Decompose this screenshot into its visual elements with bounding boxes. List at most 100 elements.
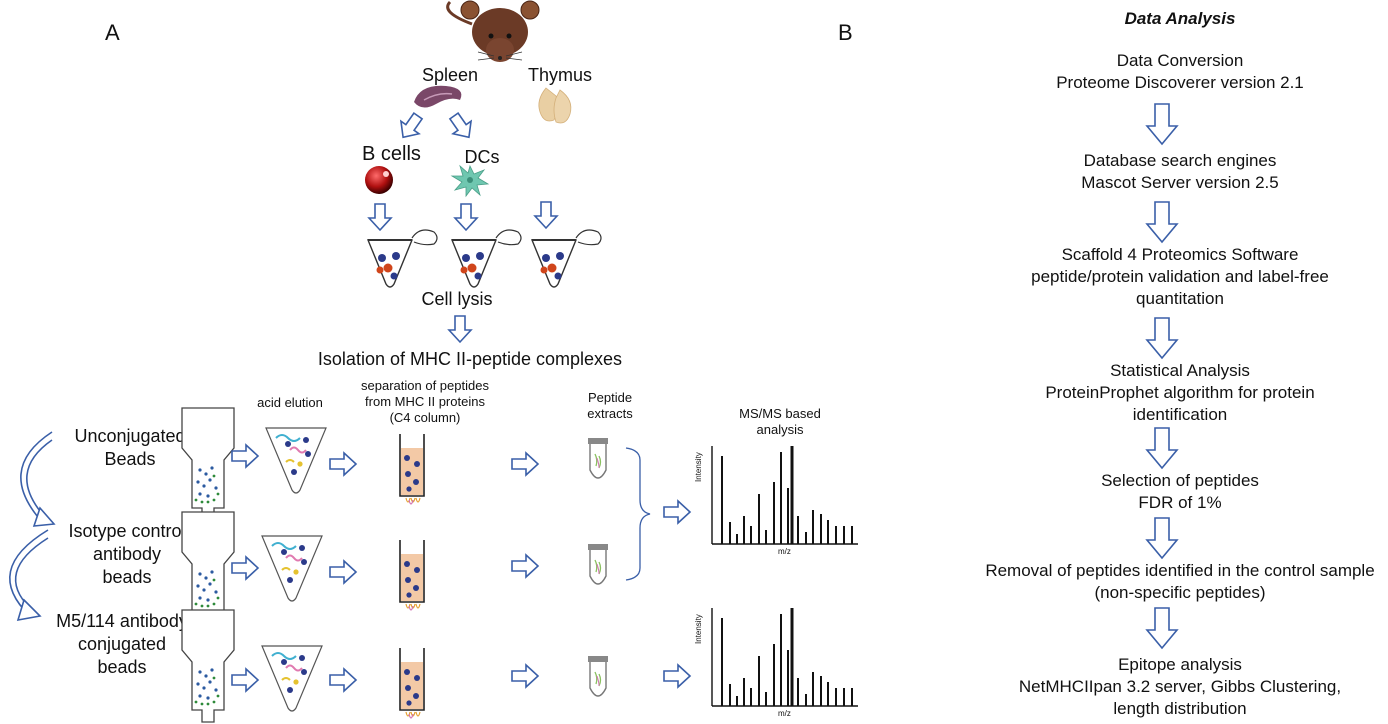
flow-arrow-2 (1146, 201, 1178, 243)
step-4-line-1: Statistical Analysis (1110, 361, 1250, 380)
flow-arrow-4 (1146, 427, 1178, 469)
separation-line-1: separation of peptides (361, 378, 489, 393)
step-3-line-2: peptide/protein validation and label-fre… (1031, 267, 1329, 286)
cell-lysis-label: Cell lysis (421, 289, 493, 309)
step-selection-of-peptides: Selection of peptides FDR of 1% (930, 470, 1388, 514)
arrow-row1-a (231, 444, 259, 468)
lysis-tube-thymus (531, 229, 602, 288)
panel-a-graphics (8, 0, 860, 723)
peptide-extracts-label: Peptide extracts (570, 390, 650, 422)
panel-a-letter: A (105, 20, 120, 45)
column-m5 (181, 609, 235, 723)
arrow-row2-b (329, 560, 357, 584)
dendritic-cell-icon (450, 164, 490, 198)
step-4-line-3: identification (1132, 405, 1228, 424)
spleen-label: Spleen (421, 65, 479, 85)
peptide-line-1: Peptide (587, 390, 633, 405)
arrow-row1-c (511, 452, 539, 476)
thymus-label: Thymus (527, 65, 592, 85)
arrow-row1-b (329, 452, 357, 476)
flow-arrow-5 (1146, 517, 1178, 559)
separation-label: separation of peptides from MHC II prote… (345, 378, 505, 426)
data-analysis-title: Data Analysis (930, 8, 1388, 30)
step-statistical-analysis: Statistical Analysis ProteinProphet algo… (930, 360, 1388, 426)
step-scaffold: Scaffold 4 Proteomics Software peptide/p… (930, 244, 1388, 310)
msms-label: MS/MS based analysis (720, 406, 840, 438)
step-3-line-3: quantitation (1136, 289, 1224, 308)
cone-row2 (261, 535, 323, 602)
spleen-icon (414, 85, 462, 108)
step-5-line-2: FDR of 1% (1138, 493, 1222, 512)
arrow-spleen-to-bcells (393, 108, 428, 145)
isotype-line-1: Isotype control (68, 521, 186, 541)
step-3-line-1: Scaffold 4 Proteomics Software (1061, 245, 1299, 264)
step-epitope-analysis: Epitope analysis NetMHCIIpan 3.2 server,… (930, 654, 1388, 720)
m5-line-1: M5/114 antibody (56, 611, 188, 631)
arrow-dcs-to-tube (454, 203, 478, 231)
isotype-beads-label: Isotype control antibody beads (52, 520, 202, 589)
data-analysis-title-text: Data Analysis (1124, 9, 1236, 28)
separation-line-3: (C4 column) (389, 410, 461, 425)
cone-row1 (265, 427, 327, 494)
step-1-line-1: Data Conversion (1116, 51, 1244, 70)
lysis-tube-bcells (367, 229, 438, 288)
separation-line-2: from MHC II proteins (365, 394, 485, 409)
spectrum-2-xlabel: m/z (778, 709, 791, 718)
c4-row3 (399, 647, 425, 719)
isotype-line-3: beads (102, 567, 152, 587)
lysis-tube-dcs (451, 229, 522, 288)
b-cells-label: B cells (362, 143, 421, 165)
arrow-row2-a (231, 556, 259, 580)
arrow-row3-a (231, 668, 259, 692)
step-6-line-2: (non-specific peptides) (1094, 583, 1266, 602)
spectrum-2-ylabel: Intensity (694, 614, 703, 644)
step-6-line-1: Removal of peptides identified in the co… (985, 561, 1375, 580)
unconj-line-1: Unconjugated (74, 426, 186, 446)
m5-line-2: conjugated (77, 634, 167, 654)
arrow-thymus-to-tube (534, 201, 558, 229)
step-7-line-1: Epitope analysis (1118, 655, 1242, 674)
spectrum-1-ylabel: Intensity (694, 452, 703, 482)
spectrum-1-xlabel: m/z (778, 547, 791, 556)
isotype-line-2: antibody (92, 544, 162, 564)
arrow-bcells-to-tube (368, 203, 392, 231)
msms-line-2: analysis (756, 422, 804, 437)
b-cell-icon (365, 166, 393, 194)
arrow-to-spectrum-2 (663, 664, 691, 688)
curved-arrow-unconj-to-isotype (20, 431, 56, 527)
arrow-to-spectrum-1 (663, 500, 691, 524)
column-unconjugated (181, 407, 235, 521)
cone-row3 (261, 645, 323, 712)
c4-row1 (399, 433, 425, 505)
msms-line-1: MS/MS based (739, 406, 821, 421)
unconjugated-beads-label: Unconjugated Beads (60, 425, 200, 471)
spectrum-1 (710, 444, 860, 546)
peptide-tube-row1 (587, 437, 609, 479)
bracket (625, 447, 651, 581)
step-7-line-2: NetMHCIIpan 3.2 server, Gibbs Clustering… (1018, 677, 1342, 696)
arrow-lysis-to-isolation (448, 315, 472, 343)
peptide-tube-row3 (587, 655, 609, 697)
step-7-line-3: length distribution (1113, 699, 1247, 718)
step-2-line-2: Mascot Server version 2.5 (1081, 173, 1279, 192)
thymus-icon (538, 87, 572, 124)
spectrum-2 (710, 606, 860, 708)
acid-elution-label: acid elution (257, 395, 323, 410)
step-data-conversion: Data Conversion Proteome Discoverer vers… (930, 50, 1388, 94)
step-4-line-2: ProteinProphet algorithm for protein (1045, 383, 1315, 402)
step-5-line-1: Selection of peptides (1101, 471, 1259, 490)
step-1-line-2: Proteome Discoverer version 2.1 (1056, 73, 1304, 92)
arrow-row3-b (329, 668, 357, 692)
m5-beads-label: M5/114 antibody conjugated beads (42, 610, 202, 679)
unconj-line-2: Beads (104, 449, 156, 469)
peptide-tube-row2 (587, 543, 609, 585)
arrow-row2-c (511, 554, 539, 578)
step-database-search: Database search engines Mascot Server ve… (930, 150, 1388, 194)
arrow-spleen-to-dcs (444, 108, 479, 145)
flow-arrow-3 (1146, 317, 1178, 359)
step-removal-of-peptides: Removal of peptides identified in the co… (930, 560, 1388, 604)
dcs-label: DCs (464, 147, 500, 167)
flow-arrow-6 (1146, 607, 1178, 649)
arrow-row3-c (511, 664, 539, 688)
isolation-label: Isolation of MHC II-peptide complexes (317, 349, 623, 369)
